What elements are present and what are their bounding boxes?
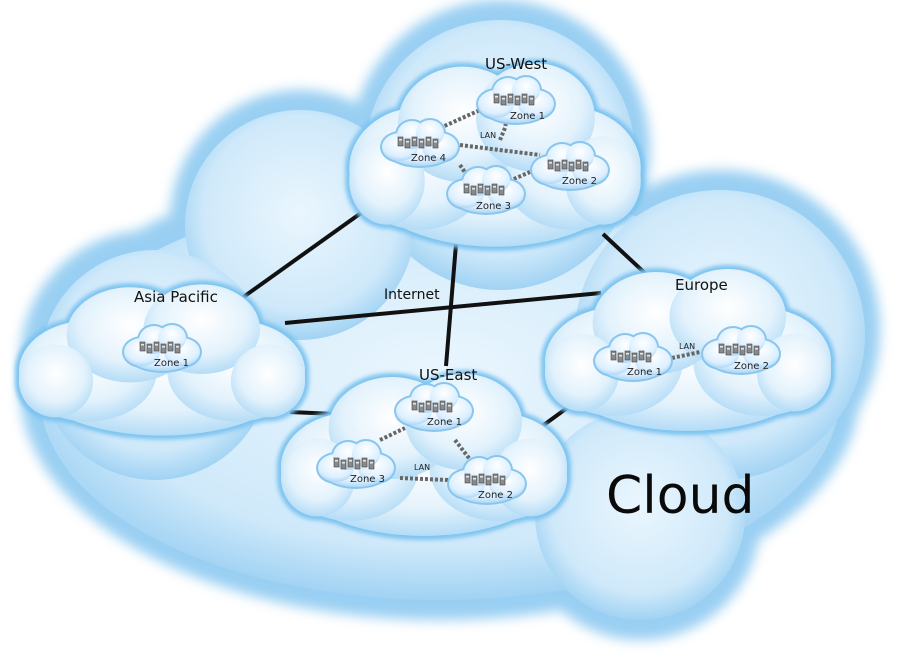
server-rack-icon	[464, 473, 506, 486]
europe-zone-1-cloud	[593, 332, 673, 382]
us-east-zone-2-cloud	[447, 455, 527, 505]
asia-pacific-zone-1-cloud	[122, 323, 202, 373]
us-west-zone-3-label: Zone 3	[476, 201, 511, 212]
link-uswest-europe	[601, 232, 650, 278]
internet-label: Internet	[384, 287, 440, 303]
server-rack-icon	[411, 400, 453, 413]
us-west-lan-link-a	[439, 108, 481, 130]
us-west-zone-4-label: Zone 4	[411, 153, 446, 164]
us-east-zone-3-label: Zone 3	[350, 474, 385, 485]
server-rack-icon	[718, 343, 760, 356]
us-west-lan-label: LAN	[480, 131, 497, 140]
us-east-lan-link-c	[399, 476, 449, 482]
server-rack-icon	[333, 457, 375, 470]
europe-zone-2-label: Zone 2	[734, 361, 769, 372]
server-rack-icon	[547, 159, 589, 172]
server-rack-icon	[610, 350, 652, 363]
us-west-zone-2-label: Zone 2	[562, 176, 597, 187]
us-east-zone-1-label: Zone 1	[427, 417, 462, 428]
link-uswest-useast	[444, 231, 459, 367]
asia-pacific-zone-1-label: Zone 1	[154, 358, 189, 369]
us-east-zone-2-label: Zone 2	[478, 490, 513, 501]
us-east-lan-label: LAN	[414, 463, 431, 472]
us-west-zone-1-cloud	[476, 75, 556, 125]
server-rack-icon	[463, 183, 505, 196]
server-rack-icon	[493, 93, 535, 106]
us-east-zone-1-cloud	[394, 382, 474, 432]
us-west-zone-1-label: Zone 1	[510, 111, 545, 122]
diagram-title: Cloud	[606, 466, 755, 526]
region-label-us-west: US-West	[485, 55, 548, 73]
europe-zone-1-label: Zone 1	[627, 367, 662, 378]
us-east-zone-3-cloud	[316, 439, 396, 489]
us-west-zone-2-cloud	[530, 141, 610, 191]
link-asiapacific-europe	[284, 291, 602, 325]
region-label-europe: Europe	[675, 276, 728, 294]
server-rack-icon	[139, 341, 181, 354]
europe-zone-2-cloud	[701, 325, 781, 375]
server-rack-icon	[397, 136, 439, 149]
europe-lan-label: LAN	[679, 342, 696, 351]
us-west-lan-link-b	[459, 143, 541, 157]
us-west-zone-4-cloud	[380, 118, 460, 168]
region-cloud-asia-pacific	[14, 280, 310, 440]
region-label-us-east: US-East	[419, 366, 478, 384]
us-west-zone-3-cloud	[446, 165, 526, 215]
region-label-asia-pacific: Asia Pacific	[134, 288, 218, 306]
